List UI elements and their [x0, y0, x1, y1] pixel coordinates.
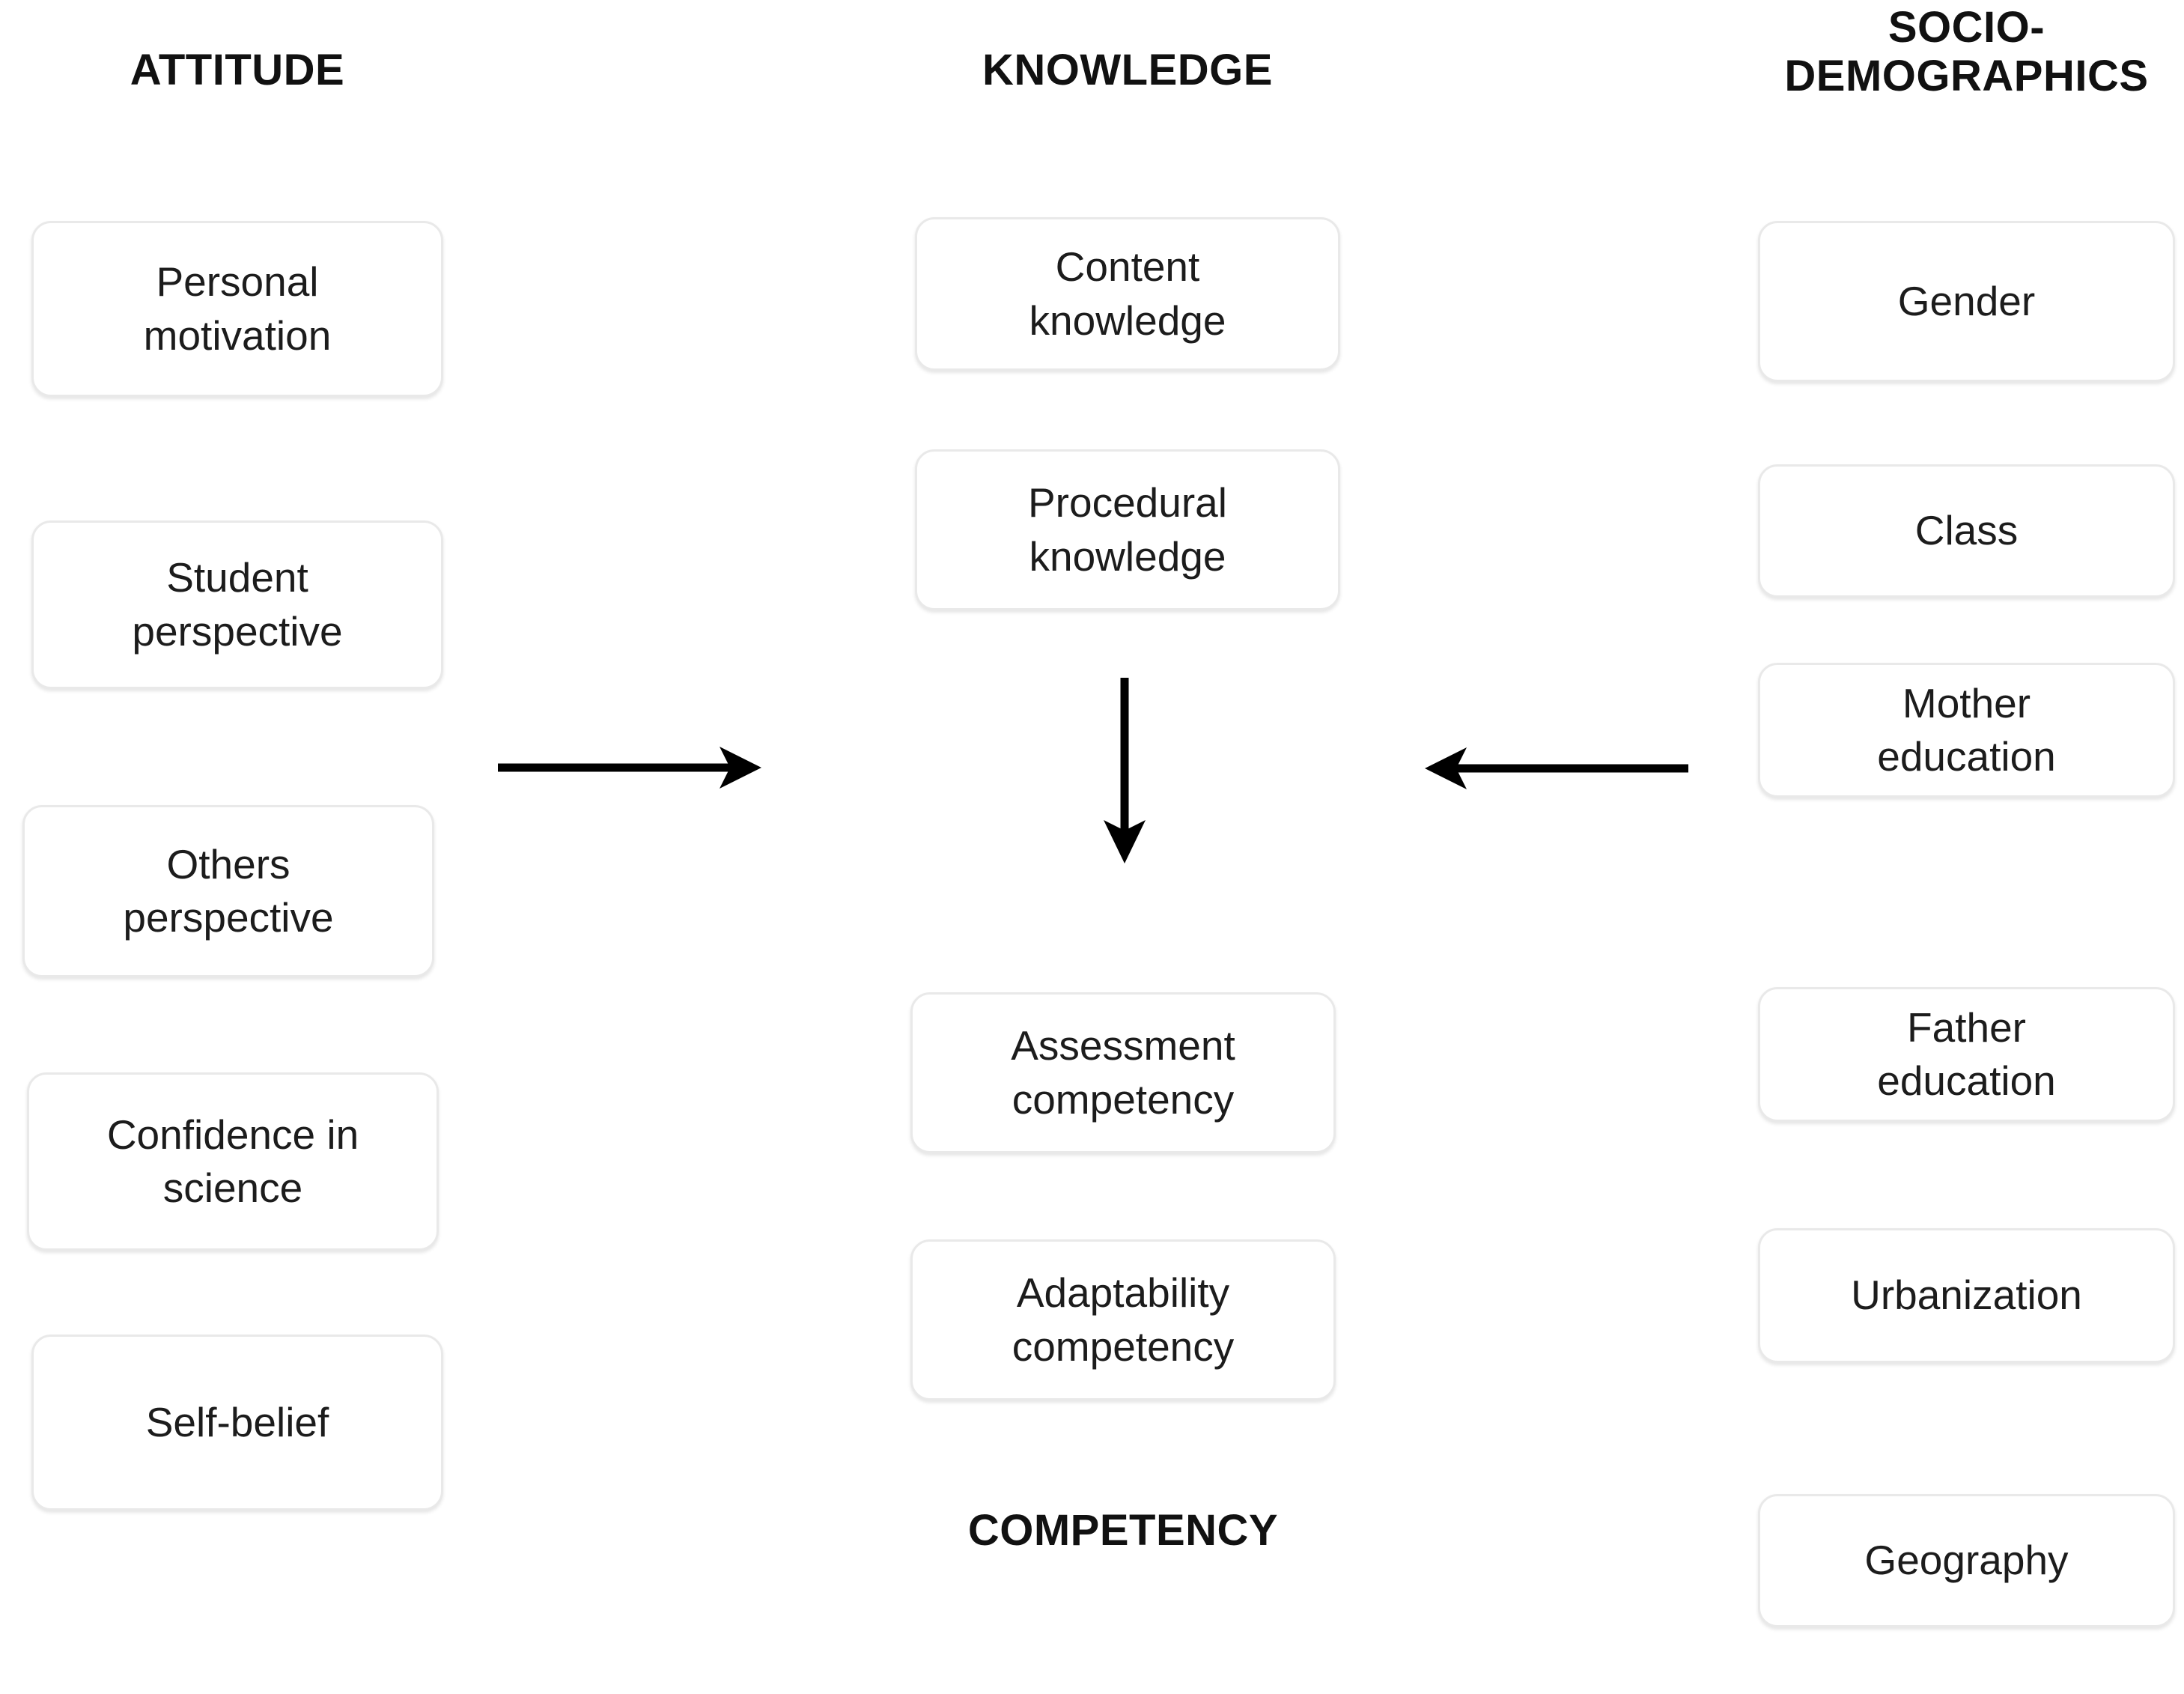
- node-geography[interactable]: Geography: [1758, 1494, 2175, 1627]
- column-header-socio-demographics: SOCIO- DEMOGRAPHICS: [1784, 3, 2149, 100]
- node-father-education[interactable]: Father education: [1758, 987, 2175, 1122]
- node-personal-motivation[interactable]: Personal motivation: [31, 221, 443, 397]
- node-urbanization[interactable]: Urbanization: [1758, 1228, 2175, 1363]
- node-class[interactable]: Class: [1758, 464, 2175, 598]
- arrow-attitude-to-knowledge: [498, 738, 764, 798]
- node-student-perspective[interactable]: Student perspective: [31, 520, 443, 689]
- node-gender[interactable]: Gender: [1758, 221, 2175, 382]
- node-others-perspective[interactable]: Others perspective: [22, 805, 434, 977]
- node-confidence-in-science[interactable]: Confidence in science: [27, 1072, 439, 1251]
- node-procedural-knowledge[interactable]: Procedural knowledge: [915, 449, 1340, 610]
- arrow-socio-to-knowledge: [1423, 738, 1688, 798]
- section-label-competency: COMPETENCY: [967, 1506, 1279, 1555]
- column-header-knowledge: KNOWLEDGE: [982, 46, 1273, 94]
- arrow-knowledge-to-competency: [1095, 678, 1155, 865]
- node-adaptability-competency[interactable]: Adaptability competency: [910, 1239, 1336, 1400]
- node-mother-education[interactable]: Mother education: [1758, 663, 2175, 798]
- node-assessment-competency[interactable]: Assessment competency: [910, 992, 1336, 1153]
- node-self-belief[interactable]: Self-belief: [31, 1335, 443, 1511]
- column-header-attitude: ATTITUDE: [130, 46, 345, 94]
- node-content-knowledge[interactable]: Content knowledge: [915, 217, 1340, 371]
